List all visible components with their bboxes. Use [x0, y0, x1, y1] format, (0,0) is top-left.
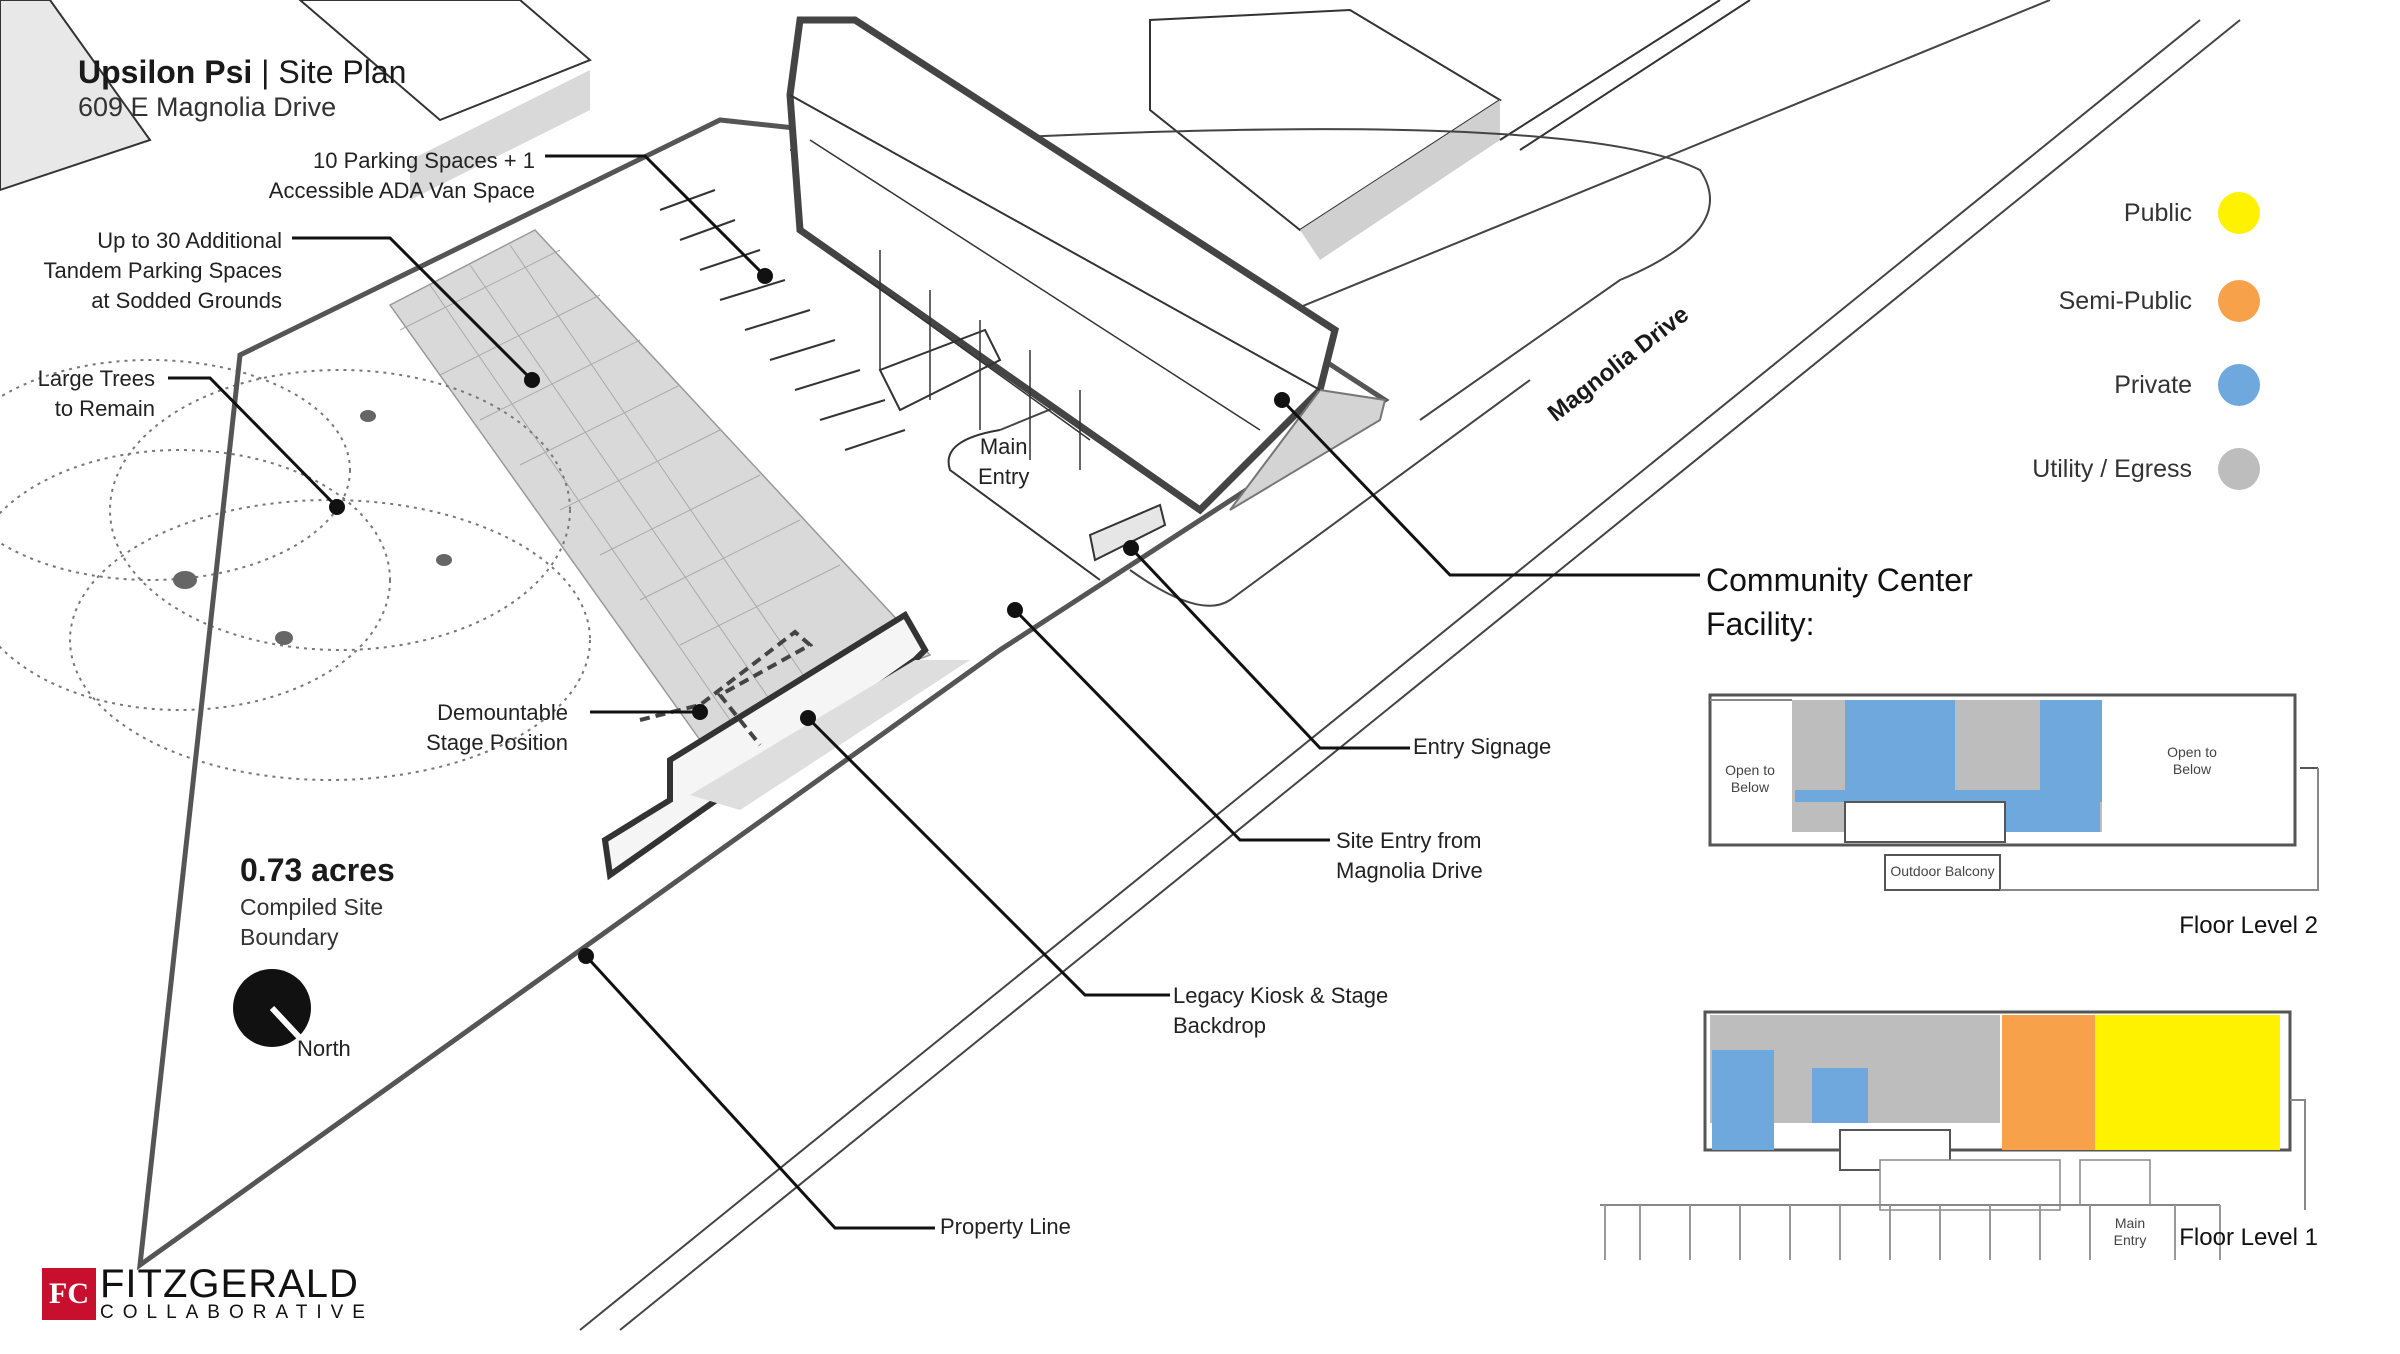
entry-signage	[1088, 503, 1167, 562]
legend-label: Private	[2114, 370, 2192, 399]
north-arrow	[233, 969, 311, 1047]
legend-swatch	[2218, 364, 2260, 406]
legend-swatch	[2218, 448, 2260, 490]
legend-label: Semi-Public	[2058, 286, 2192, 315]
legend-label: Public	[2123, 198, 2192, 227]
tandem-parking-area	[388, 229, 932, 741]
logo-name: FITZGERALD	[100, 1262, 359, 1306]
kiosk-stage-backdrop	[601, 610, 929, 881]
kiosk-shadow	[690, 660, 970, 810]
legend-item-private: Private	[2114, 364, 2260, 406]
tree-canopies	[0, 359, 591, 781]
logo-subtitle: COLLABORATIVE	[100, 1302, 374, 1323]
legend-item-semi-public: Semi-Public	[2059, 280, 2260, 322]
site-address: 609 E Magnolia Drive	[78, 92, 337, 122]
stage-label: Demountable Stage Position	[426, 700, 568, 755]
main-entry-curb	[947, 429, 1101, 581]
logo-mark: FC	[42, 1268, 96, 1320]
demountable-stage	[639, 629, 814, 747]
legend-label: Utility / Egress	[2032, 454, 2192, 483]
tandem-parking-label: Up to 30 Additional Tandem Parking Space…	[43, 228, 282, 313]
parking-stripes	[659, 189, 906, 451]
trees-label: Large Trees to Remain	[37, 366, 155, 421]
site-acreage: 0.73 acres	[240, 852, 395, 888]
legend-swatch	[2218, 192, 2260, 234]
level2-open-right: Open to Below	[2167, 744, 2217, 777]
floor-level-2-title: Floor Level 2	[2179, 912, 2318, 939]
kiosk-label: Legacy Kiosk & Stage Backdrop	[1173, 983, 1389, 1038]
north-label: North	[297, 1036, 351, 1061]
title-bold: Upsilon Psi	[78, 54, 253, 90]
community-center-building	[786, 16, 1387, 515]
leader-dots	[329, 268, 1290, 964]
entry-signage-label: Entry Signage	[1413, 734, 1552, 759]
property-line-label: Property Line	[940, 1214, 1071, 1239]
page-title: Upsilon Psi | Site Plan	[78, 52, 406, 92]
neighbor-buildings	[0, 0, 1751, 260]
tree-trunks	[173, 410, 452, 645]
main-entry-label: Main Entry	[978, 434, 1030, 489]
floor-plan-level-2	[1708, 693, 2319, 891]
legend-swatch	[2218, 280, 2260, 322]
level2-balcony: Outdoor Balcony	[1890, 863, 1995, 879]
site-entry-label: Site Entry from Magnolia Drive	[1336, 828, 1483, 883]
level2-open-left: Open to Below	[1725, 762, 1775, 795]
legend-item-utility-egress: Utility / Egress	[2032, 448, 2260, 490]
firm-logo: FC FITZGERALD COLLABORATIVE	[42, 1262, 374, 1323]
site-boundary-label: Compiled Site Boundary	[240, 894, 384, 950]
leader-lines	[168, 154, 1700, 1230]
tandem-grid	[399, 244, 841, 721]
level1-main-entry: Main Entry	[2113, 1215, 2147, 1248]
community-center-heading: Community Center Facility:	[1706, 562, 1973, 642]
legend: Public Semi-Public Private Utility / Egr…	[1860, 192, 2260, 502]
title-rest: | Site Plan	[252, 54, 407, 90]
parking-label: 10 Parking Spaces + 1 Accessible ADA Van…	[268, 148, 535, 203]
floor-level-1-title: Floor Level 1	[2179, 1224, 2318, 1251]
floor-plan-level-1	[1600, 1010, 2306, 1260]
legend-item-public: Public	[2124, 192, 2260, 234]
logo-text: FITZGERALD COLLABORATIVE	[100, 1262, 374, 1323]
